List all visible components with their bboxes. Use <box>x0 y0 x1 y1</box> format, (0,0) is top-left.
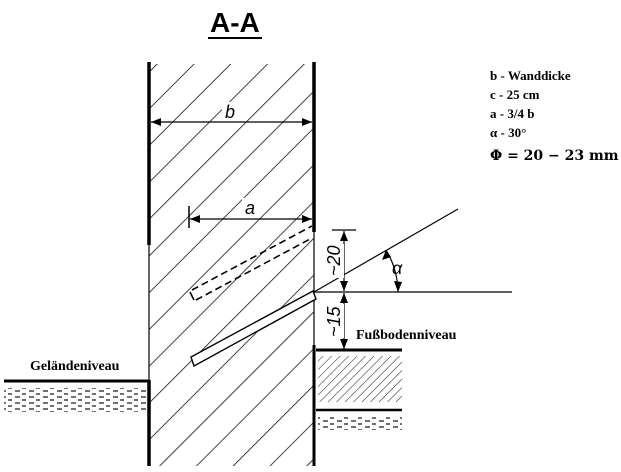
dashed-bore-end <box>189 291 195 301</box>
fussboden-label: Fußbodenniveau <box>356 328 457 343</box>
dim-15-arrow-bottom <box>340 339 348 349</box>
gelaende-label: Geländeniveau <box>30 359 120 374</box>
legend: b - Wanddicke c - 25 cm a - 3/4 b α - 30… <box>490 68 619 164</box>
legend-item-c: c - 25 cm <box>490 87 540 102</box>
dim-b-arrow-right <box>302 118 312 126</box>
dim-a-arrow-right <box>302 215 312 223</box>
dim-b-label-bg <box>222 102 242 120</box>
dashed-bore-upper <box>191 225 313 291</box>
dim-a-label: a <box>245 198 255 218</box>
dim-20-label-bg <box>324 244 344 278</box>
floor-hatch <box>318 356 402 402</box>
dim-b-arrow-left <box>151 118 161 126</box>
alpha-arrow-top <box>382 250 391 260</box>
dim-15-label-bg <box>324 304 344 338</box>
legend-item-b: b - Wanddicke <box>490 68 571 83</box>
ground-soil <box>4 388 148 412</box>
dim-20-arrow-bottom <box>340 281 348 291</box>
dim-20-label: ~20 <box>324 245 344 276</box>
dim-b-label: b <box>225 102 235 122</box>
dim-a-label-bg <box>242 198 260 216</box>
alpha-label: α <box>392 258 403 278</box>
floor-soil <box>318 416 402 430</box>
alpha-arrow-bottom <box>394 281 402 292</box>
dim-15-arrow-top <box>340 293 348 303</box>
section-title: A-A <box>210 7 260 38</box>
wall-hatch <box>149 64 314 466</box>
injection-bore <box>190 290 317 368</box>
legend-item-alpha: α - 30° <box>490 125 526 140</box>
dim-20-arrow-top <box>340 231 348 241</box>
legend-item-phi: Φ = 20 − 23 mm <box>490 148 619 164</box>
dim-15-label: ~15 <box>324 305 344 337</box>
dim-a-arrow-left <box>190 215 200 223</box>
legend-item-a: a - 3/4 b <box>490 106 534 121</box>
